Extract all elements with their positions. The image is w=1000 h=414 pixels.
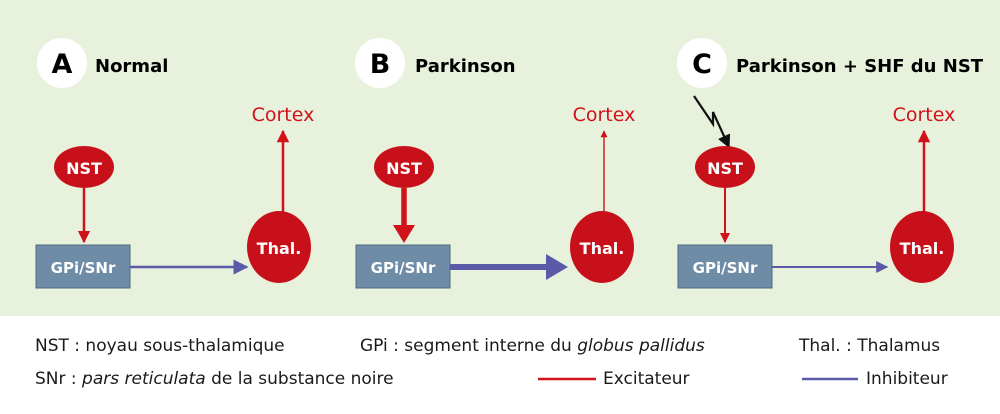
panel-b-letter: B <box>370 49 391 80</box>
panel-b-gpi-thal-arrowhead <box>546 254 568 280</box>
diagram-background <box>0 0 1000 316</box>
panel-c-gpi-label: GPi/SNr <box>693 259 758 277</box>
legend-snr-suffix: de la substance noire <box>205 369 394 389</box>
legend-excitatory-label: Excitateur <box>603 369 690 389</box>
legend-snr-prefix: SNr : <box>35 369 83 389</box>
panel-a-nst-label: NST <box>66 159 102 178</box>
panel-c-cortex-label: Cortex <box>893 104 956 126</box>
panel-c-badge <box>677 38 727 88</box>
legend-inhibitory-label: Inhibiteur <box>866 369 948 389</box>
panel-a-thal-node <box>247 211 311 283</box>
panel-b: B Parkinson Cortex NST GPi/SNr Thal. <box>355 38 636 289</box>
panel-a-gpi-node <box>35 244 131 289</box>
panel-c-thal-label: Thal. <box>900 239 945 258</box>
panel-a: A Normal Cortex NST GPi/SNr Thal. <box>35 38 315 289</box>
panel-b-title: Parkinson <box>415 56 516 77</box>
panel-b-cortex-label: Cortex <box>573 104 636 126</box>
lightning-bolt-icon <box>693 95 731 149</box>
panel-a-nst-node <box>54 146 114 188</box>
panel-b-nst-label: NST <box>386 159 422 178</box>
panel-a-gpi-label: GPi/SNr <box>51 259 116 277</box>
panel-a-thal-label: Thal. <box>257 239 302 258</box>
panel-b-thal-node <box>570 211 634 283</box>
panel-c-thal-node <box>890 211 954 283</box>
legend-gpi-italic: globus pallidus <box>577 336 705 356</box>
panel-c-nst-node <box>695 146 755 188</box>
legend-snr-italic: pars reticulata <box>82 369 206 389</box>
panel-b-badge <box>355 38 405 88</box>
panel-b-nst-node <box>374 146 434 188</box>
legend-thal: Thal. : Thalamus <box>799 336 941 356</box>
panel-b-gpi-node <box>355 244 451 289</box>
panel-b-nst-gpi-arrowhead <box>393 225 415 243</box>
panel-c-letter: C <box>692 49 712 80</box>
panel-a-badge <box>37 38 87 88</box>
panel-a-letter: A <box>52 49 73 80</box>
panel-b-thal-label: Thal. <box>580 239 625 258</box>
diagram-svg: A Normal Cortex NST GPi/SNr Thal. B Park… <box>35 38 984 289</box>
panel-c-nst-label: NST <box>707 159 743 178</box>
legend-nst: NST : noyau sous-thalamique <box>35 336 285 356</box>
legend-gpi: GPi : segment interne du globus pallidus <box>360 336 705 356</box>
panel-b-gpi-label: GPi/SNr <box>371 259 436 277</box>
panel-c-title: Parkinson + SHF du NST <box>736 56 984 77</box>
legend-snr: SNr : pars reticulata de la substance no… <box>35 369 394 389</box>
panel-c: C Parkinson + SHF du NST Cortex NST GPi/… <box>677 38 984 289</box>
legend-gpi-prefix: GPi : segment interne du <box>360 336 578 356</box>
panel-a-cortex-label: Cortex <box>252 104 315 126</box>
panel-a-title: Normal <box>95 56 168 77</box>
